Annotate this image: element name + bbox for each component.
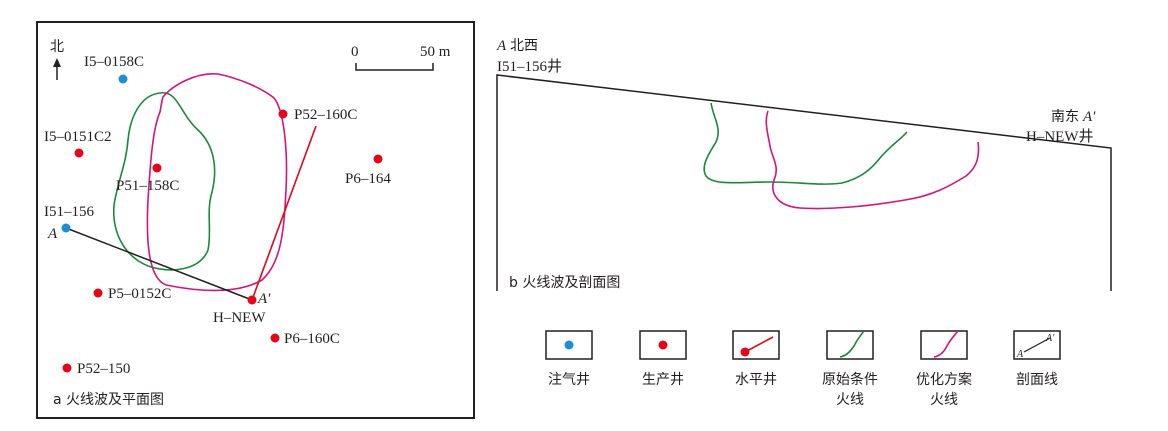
well-i5-0158c-marker (118, 74, 128, 84)
well-p6-160c-marker (270, 333, 280, 343)
well-p5-0152c-marker (93, 288, 103, 298)
section-left-point: A (496, 38, 507, 54)
point-a-label: A (47, 226, 58, 242)
well-h-new-marker (247, 295, 257, 305)
legend-label-original-2: 火线 (836, 392, 864, 408)
well-p5-0152c-label: P5–0152C (108, 286, 171, 302)
section-right-direction: 南东 (1051, 109, 1079, 125)
scale-bar: 0 50 m (351, 44, 451, 71)
well-p6-160c-label: P6–160C (284, 331, 340, 347)
panel-a-frame (36, 21, 475, 419)
well-i51-156-label: I51–156 (44, 204, 94, 220)
legend-label-horizontal: 水平井 (735, 372, 777, 388)
north-label: 北 (50, 39, 64, 55)
section-right-well: H–NEW井 (1026, 128, 1094, 145)
well-i5-0151c2-marker (74, 148, 84, 158)
original-front-icon (839, 330, 865, 358)
panel-b-caption: b 火线波及剖面图 (509, 275, 620, 291)
panel-b: A 北西 I51–156井 南东 A′ H–NEW井 b 火线波及剖面图 (496, 38, 1112, 291)
section-outline (496, 74, 1112, 291)
legend: 注气井 生产井 水平井 原始条件 火线 优化方案 (545, 330, 1061, 408)
optimized-fire-front-plan (146, 73, 288, 292)
well-p52-160c-marker (278, 109, 288, 119)
legend-label-injection: 注气井 (548, 372, 590, 388)
horizontal-well-icon (740, 336, 774, 357)
optimized-fire-front-section (765, 110, 980, 210)
original-fire-front-section (703, 102, 908, 185)
legend-item-injection-well: 注气井 (545, 330, 593, 388)
horizontal-well-trace (251, 125, 317, 301)
panel-a-caption: a 火线波及平面图 (53, 392, 164, 408)
section-right-point: A′ (1082, 109, 1096, 125)
well-i5-0158c-label: I5–0158C (84, 54, 144, 70)
well-p51-158c-label: P51–158C (116, 178, 179, 194)
legend-label-section: 剖面线 (1016, 372, 1058, 388)
section-line-plan (65, 227, 253, 301)
legend-item-production-well: 生产井 (639, 330, 687, 388)
original-fire-front-plan (112, 92, 216, 271)
well-i5-0151c2-label: I5–0151C2 (44, 129, 112, 145)
north-arrow-icon: 北 (50, 39, 64, 80)
scale-label: 50 m (420, 44, 451, 60)
well-h-new-label: H–NEW (213, 310, 266, 326)
legend-label-optimized: 优化方案 (916, 371, 972, 388)
optimized-front-icon (933, 330, 959, 358)
section-line-icon: A A′ (1016, 333, 1055, 360)
injection-well-icon (564, 340, 574, 350)
panel-a: 北 0 50 m I5–0158C I5–0151C2 P51–158C P52… (36, 21, 475, 419)
legend-item-original-front: 原始条件 火线 (822, 330, 878, 408)
legend-item-horizontal-well: 水平井 (732, 330, 780, 388)
legend-item-section-line: A A′ 剖面线 (1013, 330, 1061, 388)
legend-label-original: 原始条件 (822, 371, 878, 388)
production-well-icon (658, 340, 668, 350)
legend-label-optimized-2: 火线 (930, 392, 958, 408)
scale-zero: 0 (351, 44, 359, 60)
legend-label-production: 生产井 (642, 372, 684, 388)
legend-item-optimized-front: 优化方案 火线 (916, 330, 972, 408)
well-p52-150-label: P52–150 (77, 361, 130, 377)
well-i51-156-marker (61, 223, 71, 233)
well-p52-150-marker (62, 363, 72, 373)
well-p6-164-label: P6–164 (345, 171, 391, 187)
section-left-direction: 北西 (510, 38, 538, 54)
well-p6-164-marker (373, 154, 383, 164)
point-a-prime-label: A′ (257, 291, 271, 307)
svg-text:A′: A′ (1045, 333, 1055, 344)
svg-text:A: A (1016, 349, 1024, 360)
section-left-well: I51–156井 (497, 58, 562, 75)
well-p51-158c-marker (152, 163, 162, 173)
well-p52-160c-label: P52–160C (294, 107, 357, 123)
